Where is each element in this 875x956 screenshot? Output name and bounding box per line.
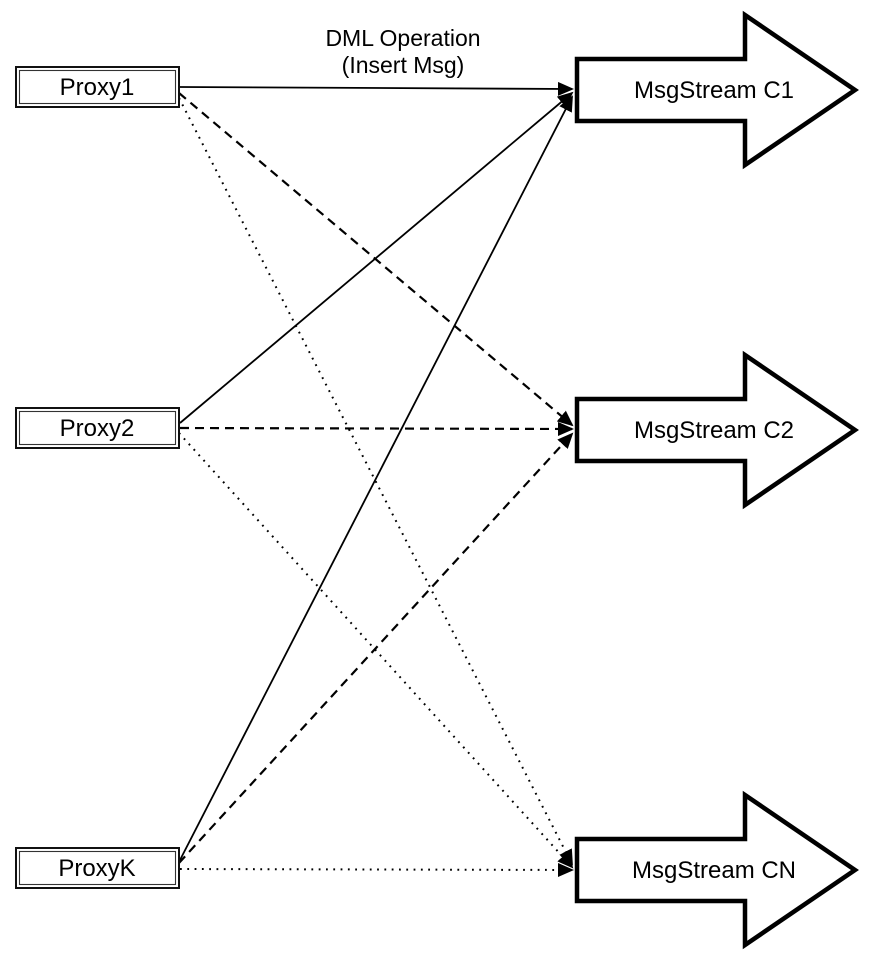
msgstream-c2-block-arrow (574, 350, 859, 510)
edge-label-line1: DML Operation (325, 25, 480, 51)
msgstream-c2-label: MsgStream C2 (634, 417, 794, 444)
proxyk-box-inner-border (18, 850, 177, 886)
proxy1-box (15, 66, 180, 108)
stream-nodes: MsgStream C1 MsgStream C2 MsgStream CN (574, 10, 859, 950)
node-msgstream-c1: MsgStream C1 (574, 10, 859, 170)
proxy1-box-inner-border (18, 69, 177, 105)
proxy2-box (15, 407, 180, 449)
edge-label-line2: (Insert Msg) (342, 52, 465, 78)
msgstream-c1-block-arrow (574, 10, 859, 170)
node-proxy2: Proxy2 (15, 407, 180, 449)
proxyk-box (15, 847, 180, 889)
msgstream-c1-label: MsgStream C1 (634, 77, 794, 104)
msgstream-cn-block-arrow (574, 790, 859, 950)
node-msgstream-cn: MsgStream CN (574, 790, 859, 950)
node-proxy1: Proxy1 (15, 66, 180, 108)
node-msgstream-c2: MsgStream C2 (574, 350, 859, 510)
edge-label: DML Operation (Insert Msg) (325, 25, 480, 78)
edge-proxyk-cn-dotted (179, 862, 574, 877)
edge-proxyk-c2-dashed (178, 432, 574, 864)
edge-proxyk-c1-solid (179, 95, 573, 861)
proxy-nodes: Proxy1 Proxy2 ProxyK (15, 66, 180, 889)
edge-proxy1-c1-solid (179, 81, 574, 96)
edge-proxy2-c2-dashed (179, 421, 574, 436)
node-proxyk: ProxyK (15, 847, 180, 889)
proxyk-label: ProxyK (58, 855, 135, 882)
proxy2-box-inner-border (18, 410, 177, 446)
msgstream-cn-label: MsgStream CN (632, 857, 796, 884)
edge-proxy1-c2-dashed (178, 92, 574, 427)
proxy2-label: Proxy2 (60, 415, 135, 442)
edge-proxy2-cn-dotted (178, 432, 574, 869)
connector-edges (178, 81, 574, 877)
proxy1-label: Proxy1 (60, 74, 135, 101)
